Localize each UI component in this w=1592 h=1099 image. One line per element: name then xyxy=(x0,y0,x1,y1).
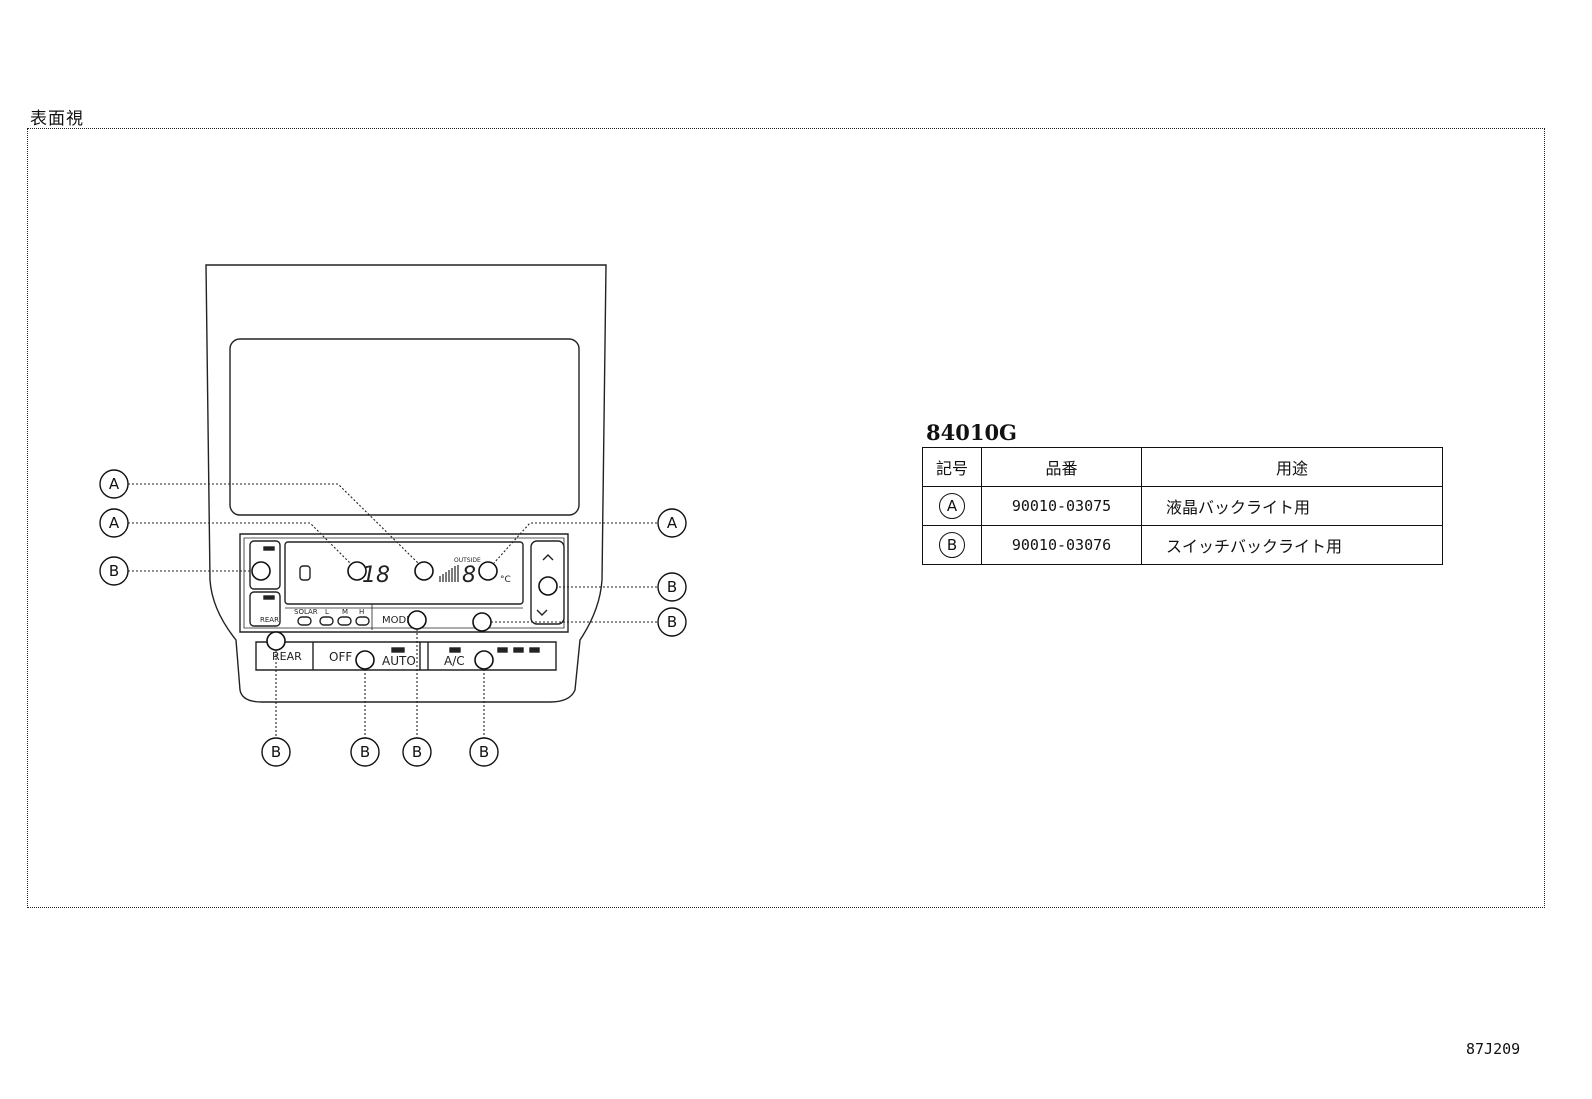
header-part-number: 品番 xyxy=(981,447,1142,487)
lcd-temp-right: 8 xyxy=(462,563,476,588)
bulb-a-right xyxy=(478,561,498,581)
callout-b-5 xyxy=(350,737,380,767)
seat-label-h: H xyxy=(359,608,364,616)
part-number-a: 90010-03075 xyxy=(981,486,1142,526)
callout-b-1-label: B xyxy=(109,562,119,580)
seat-label-l: L xyxy=(325,608,329,616)
lcd-celsius: °C xyxy=(500,575,511,585)
symbol-a: A xyxy=(939,493,965,519)
bulb-b-ac xyxy=(474,650,494,670)
callout-b-6 xyxy=(402,737,432,767)
callout-a-3 xyxy=(657,508,687,538)
lcd-outside-label: OUTSIDE xyxy=(454,557,481,564)
bulb-b-off xyxy=(355,650,375,670)
panel-bezel xyxy=(205,264,607,703)
callout-a-1-label: A xyxy=(109,475,120,493)
lcd-temp-left: 18 xyxy=(362,563,390,588)
callout-b-2-label: B xyxy=(667,578,677,596)
header-usage: 用途 xyxy=(1141,447,1443,487)
lcd-display xyxy=(284,541,524,605)
bulb-a-left xyxy=(347,561,367,581)
bulb-b-fan xyxy=(472,612,492,632)
rear-defog-label: REAR xyxy=(260,616,279,624)
table-header-row: 記号 品番 用途 xyxy=(922,447,1443,487)
mode-button-label: MODE xyxy=(382,615,413,626)
bulb-a-center xyxy=(414,561,434,581)
off-button-label: OFF xyxy=(329,650,352,664)
callout-a-2-label: A xyxy=(109,514,120,532)
callout-b-4 xyxy=(261,737,291,767)
bulb-b-mode xyxy=(407,610,427,630)
diagram-frame xyxy=(27,128,1545,908)
rear-button-label: REAR xyxy=(272,650,302,663)
callout-b-3 xyxy=(657,607,687,637)
seat-label-m: M xyxy=(342,608,348,616)
callout-b-2 xyxy=(657,572,687,602)
seat-label-solar: SOLAR xyxy=(294,608,318,616)
callout-b-4-label: B xyxy=(271,743,281,761)
callout-a-3-label: A xyxy=(667,514,678,532)
upper-screen xyxy=(229,338,580,516)
left-dial-button xyxy=(249,540,281,590)
callout-b-1 xyxy=(99,556,129,586)
callout-a-2 xyxy=(99,508,129,538)
callout-b-7-label: B xyxy=(479,743,489,761)
table-row: B 90010-03076 スイッチバックライト用 xyxy=(922,525,1443,565)
usage-a: 液晶バックライト用 xyxy=(1141,486,1443,526)
usage-b: スイッチバックライト用 xyxy=(1141,525,1443,565)
bulb-b-temp xyxy=(538,576,558,596)
callout-b-7 xyxy=(469,737,499,767)
rear-defog-button xyxy=(249,591,281,627)
auto-button-label: AUTO xyxy=(382,654,416,668)
callout-a-1 xyxy=(99,469,129,499)
callout-b-3-label: B xyxy=(667,613,677,631)
part-code: 84010G xyxy=(926,420,1017,445)
figure-id: 87J209 xyxy=(1466,1040,1521,1058)
control-panel xyxy=(239,533,569,633)
bulb-b-left-dial xyxy=(251,561,271,581)
parts-table: 記号 品番 用途 A 90010-03075 液晶バックライト用 B 90010… xyxy=(922,447,1443,565)
view-label: 表面視 xyxy=(30,109,84,129)
bulb-b-rear xyxy=(266,631,286,651)
table-row: A 90010-03075 液晶バックライト用 xyxy=(922,486,1443,526)
ac-button-label: A/C xyxy=(444,654,465,668)
callout-b-5-label: B xyxy=(360,743,370,761)
part-number-b: 90010-03076 xyxy=(981,525,1142,565)
bottom-button-row xyxy=(255,641,557,671)
symbol-b: B xyxy=(939,532,965,558)
header-symbol: 記号 xyxy=(922,447,982,487)
callout-b-6-label: B xyxy=(412,743,422,761)
temp-up-down-button xyxy=(530,540,565,625)
